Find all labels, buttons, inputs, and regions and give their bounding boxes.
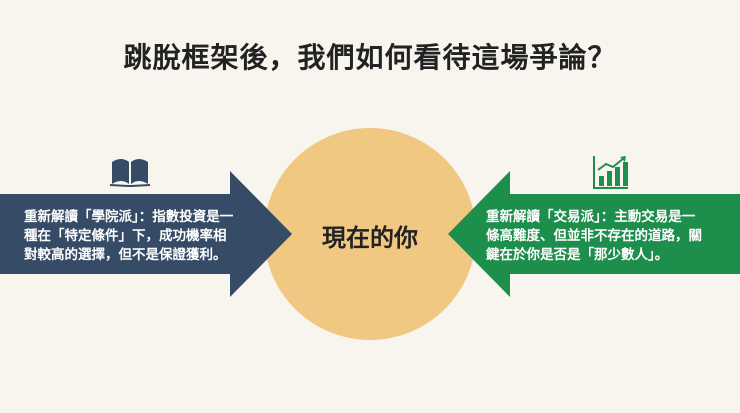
left-text-line: 種在「特定條件」下，成功機率相 xyxy=(24,228,227,244)
right-text-line: 鍵在於你是否是「那少數人」。 xyxy=(486,247,669,263)
right-arrow-text: 重新解讀「交易派」：主動交易是一 條高難度、但並非不存在的道路，關 鍵在於你是否… xyxy=(486,208,718,265)
center-label: 現在的你 xyxy=(322,224,418,252)
open-book-icon xyxy=(109,159,151,187)
center-circle xyxy=(264,128,476,340)
right-arrow xyxy=(448,171,740,297)
left-text-line: 重新解讀「學院派」：指數投資是一 xyxy=(24,209,234,225)
right-text-line: 重新解讀「交易派」：主動交易是一 xyxy=(486,209,696,225)
bar-chart-growth-icon xyxy=(593,156,628,189)
left-arrow-text: 重新解讀「學院派」：指數投資是一 種在「特定條件」下，成功機率相 對較高的選擇，… xyxy=(24,208,239,265)
left-arrow xyxy=(0,171,292,297)
left-text-line: 對較高的選擇，但不是保證獲利。 xyxy=(24,247,227,263)
right-text-line: 條高難度、但並非不存在的道路，關 xyxy=(486,228,702,244)
page-title: 跳脫框架後，我們如何看待這場爭論？ xyxy=(123,41,617,74)
